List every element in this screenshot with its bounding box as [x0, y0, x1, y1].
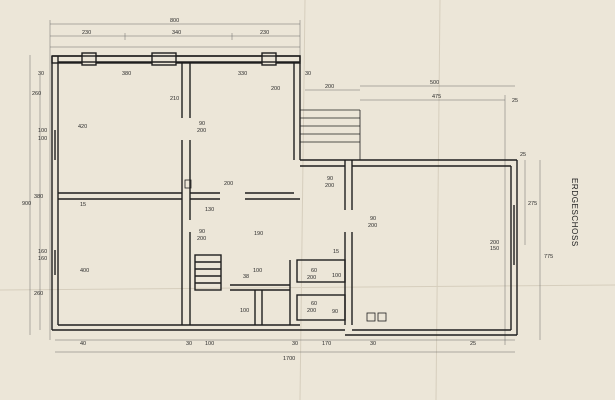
dim-bot-100: 100 [205, 341, 214, 347]
dim-door4-90: 90 [370, 216, 376, 222]
dim-door2-90: 90 [199, 229, 205, 235]
dim-small-60a: 60 [311, 268, 317, 274]
dim-left-900: 900 [22, 201, 31, 207]
dim-small-100a: 100 [332, 273, 341, 279]
walls [51, 52, 518, 336]
dim-hall-15: 15 [80, 202, 86, 208]
dim-left-260b: 260 [34, 291, 43, 297]
dim-stair-100b: 100 [240, 308, 249, 314]
dim-annex-275: 275 [528, 201, 537, 207]
dim-top-30b: 30 [305, 71, 311, 77]
dim-door1-200: 200 [197, 128, 206, 134]
dim-door2-200: 200 [197, 236, 206, 242]
dim-top-total: 800 [170, 18, 179, 24]
dim-hall-200: 200 [224, 181, 233, 187]
dim-bot-30a: 30 [186, 341, 192, 347]
dim-door3-90: 90 [327, 176, 333, 182]
dim-left-100b: 100 [38, 136, 47, 142]
dim-door4-200: 200 [368, 223, 377, 229]
dim-stair-38: 38 [243, 274, 249, 280]
dim-room1-420: 420 [78, 124, 87, 130]
dim-room3-200: 200 [271, 86, 280, 92]
dim-lower-400: 400 [80, 268, 89, 274]
dim-annex-775: 775 [544, 254, 553, 260]
dim-r-15: 15 [333, 249, 339, 255]
dim-stair-100a: 100 [253, 268, 262, 274]
dim-room2-210: 210 [170, 96, 179, 102]
dim-annex-25b: 25 [520, 152, 526, 158]
dim-stair-200: 200 [325, 84, 334, 90]
dim-top-330: 330 [238, 71, 247, 77]
dimension-labels: 800 230 340 230 30 380 330 30 500 475 25… [22, 18, 553, 362]
dim-left-380: 380 [34, 194, 43, 200]
dim-left-160b: 160 [38, 256, 47, 262]
dim-annex-25a: 25 [512, 98, 518, 104]
dim-top-230a: 230 [82, 30, 91, 36]
dim-bot-170: 170 [322, 341, 331, 347]
dim-hall-190: 190 [254, 231, 263, 237]
dim-door1-90: 90 [199, 121, 205, 127]
dim-left-160a: 160 [38, 249, 47, 255]
dim-window-200: 200 [490, 240, 499, 246]
dim-small-200b: 200 [307, 308, 316, 314]
dim-bot-25: 25 [470, 341, 476, 347]
dim-hall-130: 130 [205, 207, 214, 213]
dim-window-150: 150 [490, 246, 499, 252]
dim-top-340: 340 [172, 30, 181, 36]
floor-title: ERDGESCHOSS [570, 178, 579, 247]
dim-left-100a: 100 [38, 128, 47, 134]
dim-top-30a: 30 [38, 71, 44, 77]
dim-left-260: 260 [32, 91, 41, 97]
external-steps [300, 109, 361, 160]
dim-small-90: 90 [332, 309, 338, 315]
dim-bot-40: 40 [80, 341, 86, 347]
dimension-lines [29, 20, 541, 353]
fixtures [184, 179, 387, 322]
dim-door3-200: 200 [325, 183, 334, 189]
dim-annex-500: 500 [430, 80, 439, 86]
dim-bot-30c: 30 [370, 341, 376, 347]
dim-annex-475: 475 [432, 94, 441, 100]
dim-top-380: 380 [122, 71, 131, 77]
dim-bot-30b: 30 [292, 341, 298, 347]
dim-top-230b: 230 [260, 30, 269, 36]
dim-small-60b: 60 [311, 301, 317, 307]
dim-small-200a: 200 [307, 275, 316, 281]
dim-bot-1700: 1700 [283, 356, 295, 362]
